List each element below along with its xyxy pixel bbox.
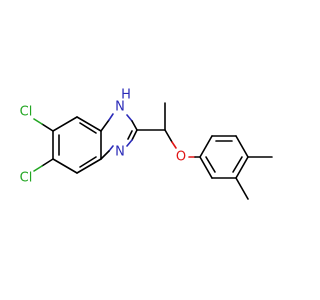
bond bbox=[52, 158, 78, 174]
atom-cl-bottom: Cl bbox=[20, 171, 33, 186]
bond-cl-top-colored bbox=[33, 118, 43, 125]
bond bbox=[199, 135, 213, 158]
imidazole-ring bbox=[100, 113, 138, 160]
bond bbox=[235, 156, 249, 179]
bond-methyl-meta bbox=[235, 177, 249, 200]
atom-nh-hydrogen: H bbox=[121, 88, 131, 103]
bond-cl-bottom-colored bbox=[33, 165, 43, 172]
bond-nh-c2 bbox=[131, 120, 138, 131]
atom-cl-top: Cl bbox=[20, 105, 33, 120]
bond-c2-n bbox=[131, 129, 138, 141]
bond-c-nh bbox=[100, 119, 110, 132]
bond-n-c bbox=[100, 150, 110, 160]
atom-oxygen: O bbox=[176, 150, 186, 165]
bond-nh-c2-colored bbox=[126, 114, 133, 122]
double-bond-inner bbox=[79, 122, 97, 134]
bond-n-c-colored bbox=[108, 145, 114, 152]
bond bbox=[76, 116, 102, 132]
bond bbox=[52, 116, 78, 132]
methyl-substituents bbox=[235, 156, 273, 200]
double-bond-inner bbox=[205, 156, 216, 173]
bond-cl-top bbox=[41, 123, 54, 132]
bond bbox=[76, 158, 102, 174]
benzene-ring-right bbox=[199, 135, 249, 179]
bond bbox=[235, 135, 249, 158]
benzene-ring-left bbox=[52, 116, 102, 174]
double-bond-c2-n bbox=[127, 130, 133, 140]
double-bond-inner bbox=[232, 156, 243, 173]
double-bond-inner bbox=[79, 156, 97, 168]
bond-ch-o bbox=[164, 129, 173, 143]
ethyl-linker bbox=[136, 102, 177, 149]
bond bbox=[199, 156, 213, 179]
atom-nh-nitrogen: N bbox=[115, 100, 125, 115]
molecule-structure: Cl Cl H N N O bbox=[20, 88, 273, 200]
bond-c-nh-colored bbox=[108, 113, 114, 121]
bond-ch-o-colored bbox=[171, 141, 177, 149]
chlorine-substituents: Cl Cl bbox=[20, 105, 54, 186]
bond-c2-n-colored bbox=[126, 139, 133, 147]
bond-cl-bottom bbox=[41, 158, 54, 167]
atom-n-lower: N bbox=[115, 145, 125, 160]
